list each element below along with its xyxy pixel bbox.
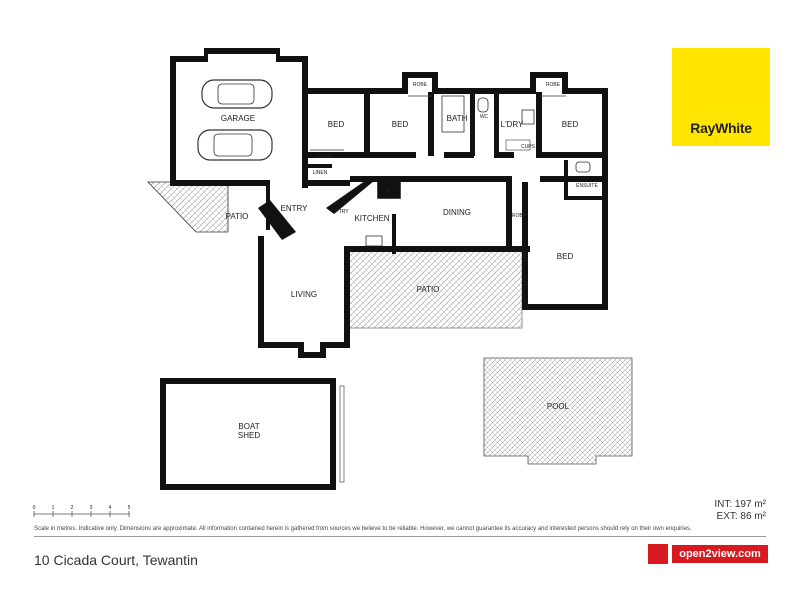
garage bbox=[170, 48, 308, 186]
fridge-label: F bbox=[387, 186, 392, 195]
open2view-text: open2view.com bbox=[672, 545, 768, 563]
disclaimer-text: Scale in metres. Indicative only. Dimens… bbox=[34, 526, 692, 532]
robe2-label: ROBE bbox=[546, 82, 561, 88]
linen-label: LINEN bbox=[313, 170, 328, 176]
kitchen-label: KITCHEN bbox=[354, 214, 389, 223]
bed2-label: BED bbox=[392, 120, 409, 129]
camera-icon bbox=[648, 544, 668, 564]
boat-shed bbox=[160, 378, 345, 490]
entry-label: ENTRY bbox=[281, 204, 309, 213]
pool-label: POOL bbox=[547, 402, 570, 411]
divider bbox=[34, 536, 766, 537]
patio-main-area bbox=[345, 249, 523, 329]
living-room bbox=[258, 236, 350, 358]
boat-shed-label-2: SHED bbox=[238, 431, 260, 440]
scale-tick-5: 5 bbox=[128, 505, 131, 511]
boat-shed-label-1: BOAT bbox=[238, 422, 259, 431]
laundry-label: L'DRY bbox=[501, 120, 524, 129]
bed1-label: BED bbox=[328, 120, 345, 129]
raywhite-logo: RayWhite bbox=[672, 48, 770, 146]
bed4-label: BED bbox=[557, 252, 574, 261]
bath-label: BATH bbox=[447, 114, 468, 123]
robe1-label: ROBE bbox=[413, 82, 428, 88]
bed3-label: BED bbox=[562, 120, 579, 129]
cups-label: CUPS bbox=[521, 144, 536, 150]
bedroom-wing bbox=[302, 72, 608, 188]
pantry-label: PTRY bbox=[335, 209, 349, 215]
dining-label: DINING bbox=[443, 208, 471, 217]
scale-tick-3: 3 bbox=[90, 505, 93, 511]
living-label: LIVING bbox=[291, 290, 317, 299]
scale-tick-4: 4 bbox=[109, 505, 112, 511]
patio-main-label: PATIO bbox=[417, 285, 440, 294]
central-core bbox=[258, 160, 608, 310]
car-bottom-icon bbox=[197, 129, 273, 161]
scale-tick-0: 0 bbox=[33, 505, 36, 511]
robe-side-label: ROBE bbox=[512, 213, 527, 219]
scale-tick-1: 1 bbox=[52, 505, 55, 511]
garage-label: GARAGE bbox=[221, 114, 255, 123]
car-top-icon bbox=[201, 79, 273, 109]
ensuite-label: ENSUITE bbox=[576, 183, 598, 189]
pool-area bbox=[483, 357, 633, 465]
scale-tick-2: 2 bbox=[71, 505, 74, 511]
wc-label: WC bbox=[480, 114, 489, 120]
logo-text: RayWhite bbox=[690, 120, 752, 136]
internal-area: INT: 197 m² bbox=[714, 499, 766, 510]
property-address: 10 Cicada Court, Tewantin bbox=[34, 552, 198, 568]
robe3-label: ROBE bbox=[318, 154, 333, 160]
open2view-logo: open2view.com bbox=[648, 544, 768, 564]
patio-left-area bbox=[147, 181, 229, 233]
scale-bar: 0 1 2 3 4 5 bbox=[33, 505, 131, 517]
patio-left-label: PATIO bbox=[226, 212, 249, 221]
external-area: EXT: 86 m² bbox=[716, 511, 766, 522]
